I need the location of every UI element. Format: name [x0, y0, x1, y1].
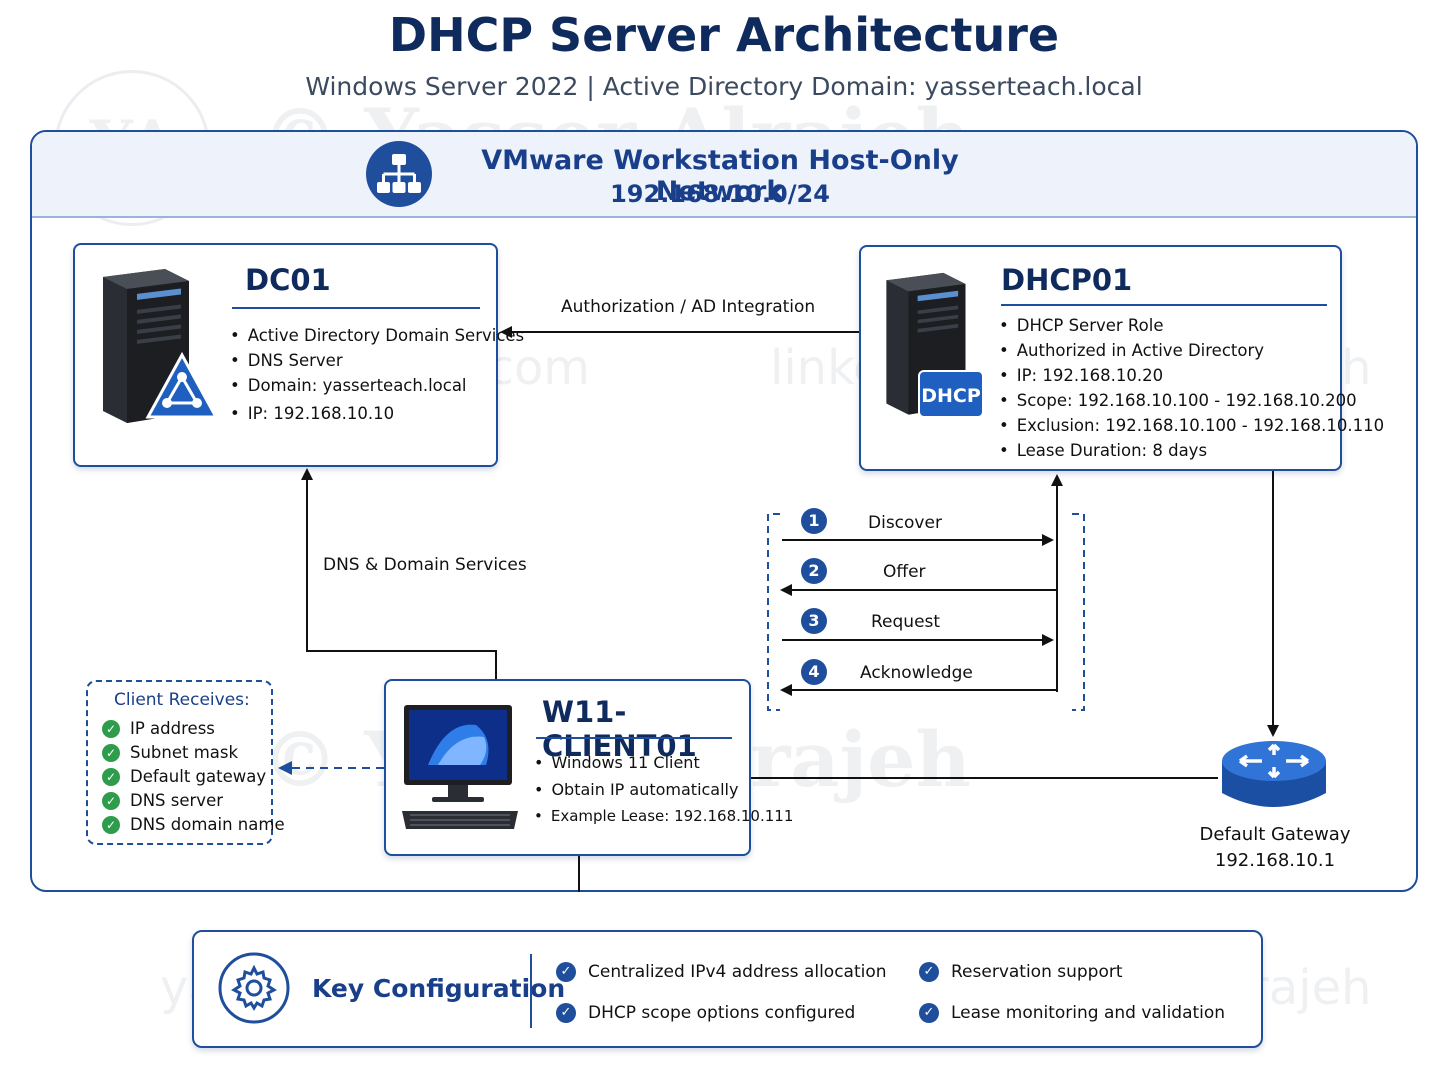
- step-number: 4: [801, 659, 827, 685]
- dora-step-label: Acknowledge: [860, 663, 973, 683]
- list-item: IP: 192.168.10.10: [230, 401, 524, 426]
- dora-step-label: Discover: [868, 513, 942, 533]
- check-icon: ✓: [919, 962, 939, 982]
- key-config-box: Key Configuration ✓Centralized IPv4 addr…: [192, 930, 1263, 1048]
- page-subtitle: Windows Server 2022 | Active Directory D…: [305, 72, 1143, 101]
- list-item: ✓Default gateway: [102, 765, 285, 789]
- auth-label: Authorization / AD Integration: [561, 297, 816, 317]
- list-item: Domain: yasserteach.local: [230, 373, 524, 398]
- list-item: Active Directory Domain Services: [230, 323, 524, 348]
- dns-label: DNS & Domain Services: [323, 555, 527, 575]
- dc01-details: Active Directory Domain Services DNS Ser…: [230, 323, 524, 426]
- dora-bracket-right: [1072, 513, 1085, 711]
- list-item: Authorized in Active Directory: [999, 338, 1384, 363]
- list-item: Windows 11 Client: [534, 749, 793, 776]
- gateway-label: Default Gateway: [1199, 824, 1351, 845]
- check-icon: ✓: [102, 792, 120, 810]
- list-item: ✓IP address: [102, 717, 285, 741]
- key-config-title: Key Configuration: [312, 974, 566, 1003]
- network-title: VMware Workstation Host-Only Network: [481, 145, 959, 207]
- gateway-ip: 192.168.10.1: [1214, 850, 1336, 871]
- active-directory-icon: [145, 351, 219, 425]
- dhcp01-node[interactable]: DHCP DHCP01 DHCP Server Role Authorized …: [859, 245, 1384, 471]
- check-icon: ✓: [102, 720, 120, 738]
- dhcp-badge-label: DHCP: [921, 385, 981, 407]
- dc01-rule: [232, 307, 480, 309]
- check-icon: ✓: [919, 1003, 939, 1023]
- network-frame: [30, 130, 1418, 892]
- client-rule: [536, 737, 732, 739]
- list-item: ✓DNS server: [102, 789, 285, 813]
- router-icon[interactable]: [1220, 737, 1328, 821]
- dora-step-label: Offer: [883, 562, 926, 582]
- network-subnet: 192.168.10.0/24: [610, 180, 830, 208]
- dc01-title: DC01: [245, 263, 331, 297]
- list-item: IP: 192.168.10.20: [999, 363, 1384, 388]
- client-details: Windows 11 Client Obtain IP automaticall…: [534, 749, 794, 830]
- client-node[interactable]: W11-CLIENT01 Windows 11 Client Obtain IP…: [384, 679, 793, 856]
- check-icon: ✓: [102, 744, 120, 762]
- dora-step-label: Request: [871, 612, 941, 632]
- list-item: Obtain IP automatically: [534, 776, 793, 803]
- network-header: [32, 132, 1416, 218]
- step-number: 1: [801, 508, 827, 534]
- step-number: 3: [801, 608, 827, 634]
- check-icon: ✓: [556, 1003, 576, 1023]
- dc01-node[interactable]: DC01 Active Directory Domain Services DN…: [73, 243, 524, 467]
- list-item: Example Lease: 192.168.10.111: [534, 803, 794, 830]
- dns-link: [301, 468, 497, 680]
- key-config-item: ✓Centralized IPv4 address allocation: [556, 962, 887, 982]
- gear-icon: [218, 952, 290, 1028]
- list-item: DHCP Server Role: [999, 313, 1384, 338]
- dora-bracket-left: [767, 513, 780, 711]
- client-receives-list: ✓IP address ✓Subnet mask ✓Default gatewa…: [102, 717, 285, 837]
- key-config-item: ✓Lease monitoring and validation: [919, 1003, 1225, 1023]
- page-title: DHCP Server Architecture: [388, 8, 1060, 62]
- step-number: 2: [801, 558, 827, 584]
- list-item: Lease Duration: 8 days: [999, 438, 1384, 463]
- client-receives-title: Client Receives:: [114, 690, 250, 710]
- dhcp-badge: DHCP: [918, 370, 984, 418]
- network-icon: [365, 140, 433, 208]
- key-config-item: ✓DHCP scope options configured: [556, 1003, 855, 1023]
- check-icon: ✓: [556, 962, 576, 982]
- key-config-divider: [530, 954, 532, 1028]
- dhcp01-details: DHCP Server Role Authorized in Active Di…: [999, 313, 1384, 463]
- list-item: Scope: 192.168.10.100 - 192.168.10.200: [999, 388, 1384, 413]
- check-icon: ✓: [102, 816, 120, 834]
- list-item: ✓DNS domain name: [102, 813, 285, 837]
- desktop-pc-icon: [398, 703, 522, 837]
- dhcp01-rule: [1001, 304, 1327, 306]
- list-item: DNS Server: [230, 348, 524, 373]
- list-item: ✓Subnet mask: [102, 741, 285, 765]
- check-icon: ✓: [102, 768, 120, 786]
- key-config-item: ✓Reservation support: [919, 962, 1123, 982]
- client-receives-box: Client Receives: ✓IP address ✓Subnet mas…: [86, 680, 285, 845]
- dhcp01-title: DHCP01: [1001, 263, 1133, 297]
- list-item: Exclusion: 192.168.10.100 - 192.168.10.1…: [999, 413, 1384, 438]
